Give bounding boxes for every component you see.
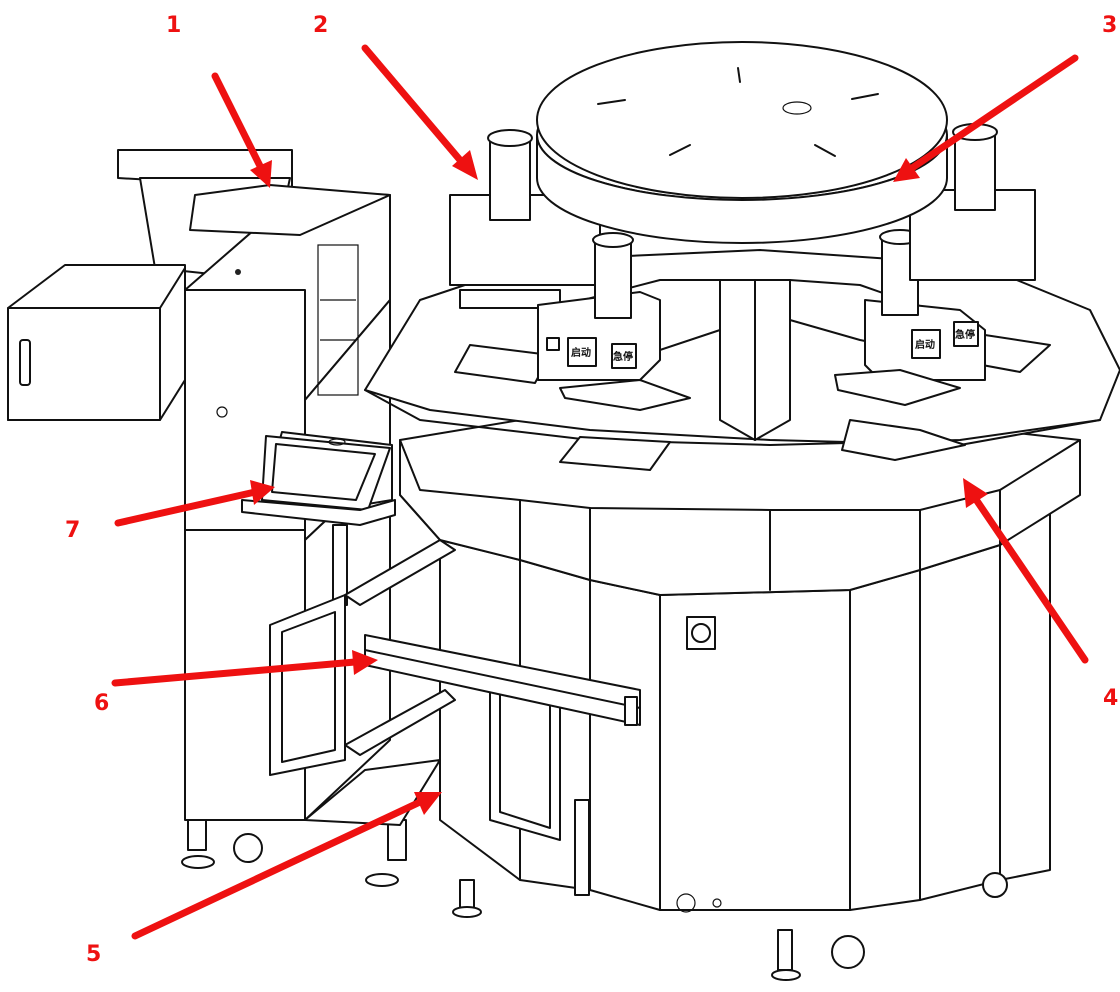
callout-label-7: 7: [65, 518, 80, 543]
callout-arrow-3: [908, 54, 1079, 172]
callout-label-5: 5: [86, 942, 101, 967]
callout-label-6: 6: [94, 691, 109, 716]
callout-numbers: 1 2 3 4 5 6 7: [65, 13, 1118, 967]
start-button-label: 启动: [571, 346, 591, 359]
callout-label-3: 3: [1102, 13, 1117, 38]
callout-arrow-2: [361, 44, 464, 164]
callout-label-4: 4: [1103, 686, 1118, 711]
callout-arrow-1: [211, 72, 266, 174]
callout-label-1: 1: [166, 13, 181, 38]
start-button-label-right: 启动: [915, 338, 935, 351]
callout-arrow-7: [114, 488, 259, 527]
callout-arrow-4: [971, 494, 1089, 664]
rotary-machine: 启动 急停 启动 急停: [364, 41, 1120, 981]
stop-button-label-right: 急停: [955, 328, 975, 341]
callout-arrow-6: [111, 658, 359, 687]
callout-label-2: 2: [313, 13, 328, 38]
stop-button-label: 急停: [613, 350, 633, 363]
callout-arrows: [111, 44, 1089, 940]
touch-screen: [241, 431, 396, 606]
loading-frame: [269, 539, 641, 826]
callout-arrow-5: [131, 798, 424, 940]
